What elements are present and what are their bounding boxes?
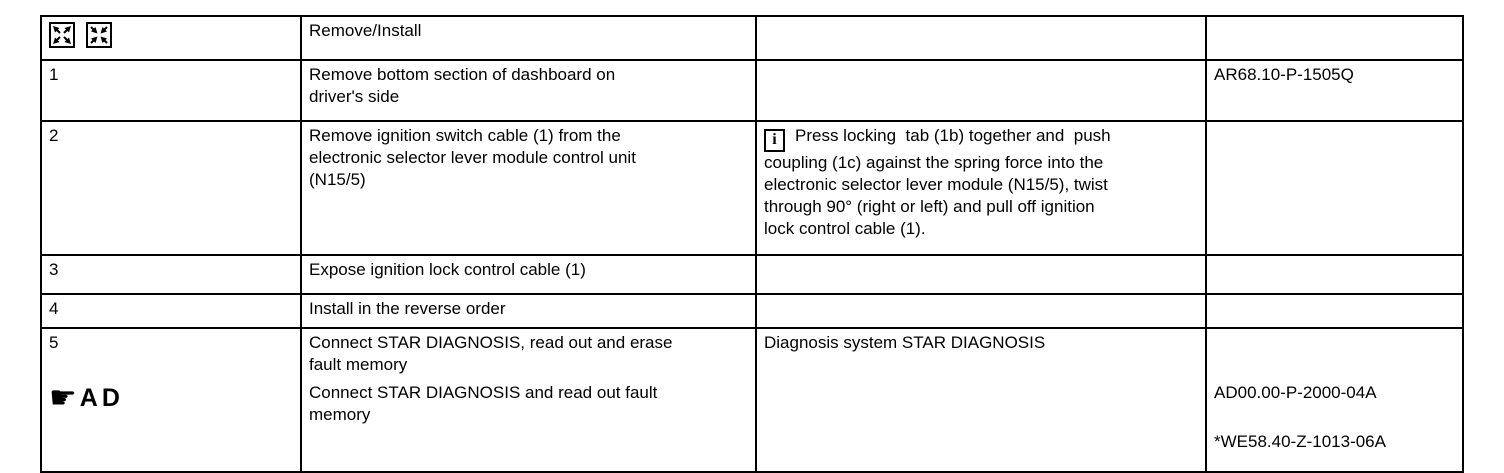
table-row: 4 Install in the reverse order — [40, 293, 1464, 329]
instruction-text: Connect STAR DIAGNOSIS and read out faul… — [309, 383, 658, 424]
empty-cell — [1205, 120, 1464, 256]
empty-cell — [755, 15, 1207, 61]
empty-cell — [755, 293, 1207, 329]
document-code[interactable]: *WE58.40-Z-1013-06A — [1214, 432, 1386, 451]
step-cell: 5 ☛ AD — [40, 327, 302, 473]
document-code[interactable]: AD00.00-P-2000-04A — [1214, 383, 1377, 402]
info-icon-glyph: i — [772, 131, 777, 148]
empty-cell — [1205, 254, 1464, 295]
instruction-cell: Install in the reverse order — [300, 293, 757, 329]
step-number: 5 — [49, 333, 59, 352]
instruction-cell: Remove ignition switch cable (1) from th… — [300, 120, 757, 256]
procedure-document: Remove/Install 1 Remove bottom section o… — [40, 15, 1464, 473]
procedure-table: Remove/Install 1 Remove bottom section o… — [40, 15, 1464, 473]
step-cell: 2 — [40, 120, 302, 256]
table-title: Remove/Install — [309, 21, 422, 40]
table-row: 5 ☛ AD Connect STAR DIAGNOSIS, read out … — [40, 327, 1464, 473]
note-text: Press locking tab (1b) together and push… — [764, 126, 1111, 238]
note-cell: Diagnosis system STAR DIAGNOSIS — [755, 327, 1207, 473]
empty-cell — [1205, 293, 1464, 329]
step-cell: 4 — [40, 293, 302, 329]
instruction-cell: Remove bottom section of dashboard on dr… — [300, 59, 757, 122]
step-number: 1 — [49, 65, 59, 84]
header-symbols-cell — [40, 15, 302, 61]
instruction-text: Expose ignition lock control cable (1) — [309, 260, 586, 279]
empty-cell — [755, 59, 1207, 122]
step-cell: 3 — [40, 254, 302, 295]
table-row: 1 Remove bottom section of dashboard on … — [40, 59, 1464, 122]
step-number: 3 — [49, 260, 59, 279]
table-row: 2 Remove ignition switch cable (1) from … — [40, 120, 1464, 256]
table-title-cell: Remove/Install — [300, 15, 757, 61]
empty-cell — [755, 254, 1207, 295]
table-header-row: Remove/Install — [40, 15, 1464, 61]
step-number: 4 — [49, 299, 59, 318]
empty-cell — [1205, 15, 1464, 61]
diagnosis-badge: ☛ AD — [49, 382, 292, 414]
instruction-text: Remove bottom section of dashboard on dr… — [309, 65, 616, 106]
step-number: 2 — [49, 126, 59, 145]
instruction-text: Remove ignition switch cable (1) from th… — [309, 126, 636, 189]
table-row: 3 Expose ignition lock control cable (1) — [40, 254, 1464, 295]
instruction-text: Connect STAR DIAGNOSIS, read out and era… — [309, 333, 673, 374]
arrows-in-icon — [86, 22, 112, 48]
info-icon: i — [764, 129, 785, 152]
step-cell: 1 — [40, 59, 302, 122]
pointing-hand-icon: ☛ — [49, 380, 77, 416]
arrows-out-icon — [49, 22, 75, 48]
code-cell: AD00.00-P-2000-04A *WE58.40-Z-1013-06A — [1205, 327, 1464, 473]
instruction-text: Install in the reverse order — [309, 299, 506, 318]
code-cell: AR68.10-P-1505Q — [1205, 59, 1464, 122]
instruction-cell: Expose ignition lock control cable (1) — [300, 254, 757, 295]
note-text: Diagnosis system STAR DIAGNOSIS — [764, 333, 1046, 352]
document-code[interactable]: AR68.10-P-1505Q — [1214, 65, 1354, 84]
instruction-cell: Connect STAR DIAGNOSIS, read out and era… — [300, 327, 757, 473]
diagnosis-badge-label: AD — [79, 384, 124, 412]
